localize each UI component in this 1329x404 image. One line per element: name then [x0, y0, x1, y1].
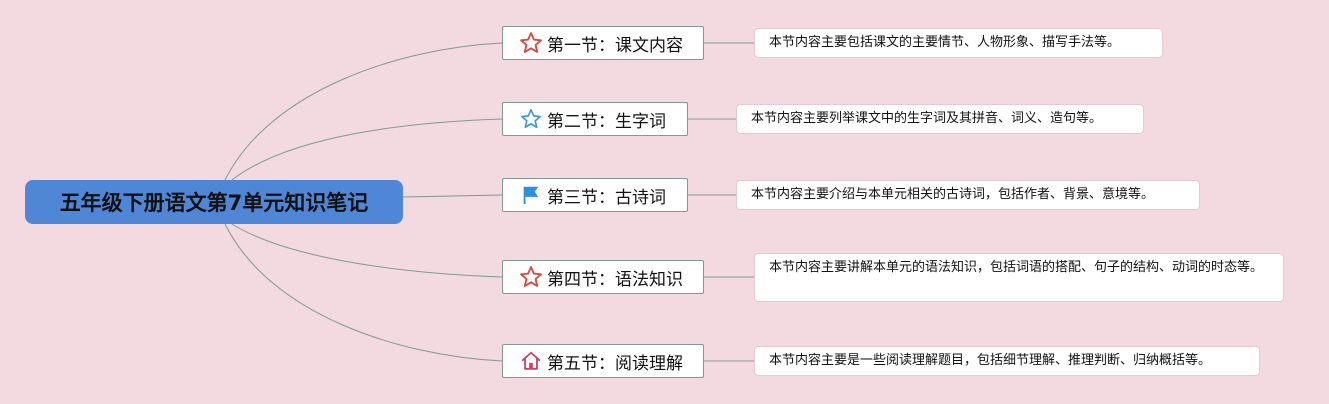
- section-label-3: 第三节：古诗词: [547, 187, 666, 208]
- root-topic[interactable]: 五年级下册语文第7单元知识笔记: [25, 180, 403, 224]
- section-node-3[interactable]: 第三节：古诗词: [502, 178, 688, 212]
- branch-line-5: [224, 223, 503, 362]
- branch-line-4: [231, 223, 503, 278]
- section-note-text-2: 本节内容主要列举课文中的生字词及其拼音、词义、造句等。: [751, 111, 1103, 126]
- section-label-4: 第四节：语法知识: [547, 269, 683, 290]
- section-note-3: 本节内容主要介绍与本单元相关的古诗词，包括作者、背景、意境等。: [736, 180, 1200, 210]
- branch-line-2: [231, 118, 503, 181]
- branch-line-3: [402, 194, 503, 198]
- blue-flag-icon: [519, 183, 543, 207]
- section-node-2[interactable]: 第二节：生字词: [502, 102, 688, 136]
- section-label-1: 第一节：课文内容: [547, 35, 683, 56]
- home-icon: [519, 349, 543, 373]
- section-node-4[interactable]: 第四节：语法知识: [502, 260, 704, 294]
- section-node-1[interactable]: 第一节：课文内容: [502, 26, 704, 60]
- red-star-icon: [519, 31, 543, 55]
- blue-star-icon: [519, 107, 543, 131]
- red-star-icon: [519, 265, 543, 289]
- section-note-1: 本节内容主要包括课文的主要情节、人物形象、描写手法等。: [754, 28, 1163, 58]
- section-note-text-3: 本节内容主要介绍与本单元相关的古诗词，包括作者、背景、意境等。: [751, 187, 1155, 202]
- root-topic-title: 五年级下册语文第7单元知识笔记: [59, 191, 369, 215]
- section-note-5: 本节内容主要是一些阅读理解题目，包括细节理解、推理判断、归纳概括等。: [754, 346, 1260, 376]
- section-note-4: 本节内容主要讲解本单元的语法知识，包括词语的搭配、句子的结构、动词的时态等。: [754, 253, 1284, 302]
- section-note-2: 本节内容主要列举课文中的生字词及其拼音、词义、造句等。: [736, 104, 1144, 134]
- section-label-2: 第二节：生字词: [547, 111, 666, 132]
- section-label-5: 第五节：阅读理解: [547, 353, 683, 374]
- section-note-text-5: 本节内容主要是一些阅读理解题目，包括细节理解、推理判断、归纳概括等。: [769, 353, 1212, 368]
- section-note-text-1: 本节内容主要包括课文的主要情节、人物形象、描写手法等。: [769, 35, 1121, 50]
- section-note-text-4: 本节内容主要讲解本单元的语法知识，包括词语的搭配、句子的结构、动词的时态等。: [769, 260, 1264, 275]
- section-node-5[interactable]: 第五节：阅读理解: [502, 344, 704, 378]
- branch-line-1: [224, 42, 503, 181]
